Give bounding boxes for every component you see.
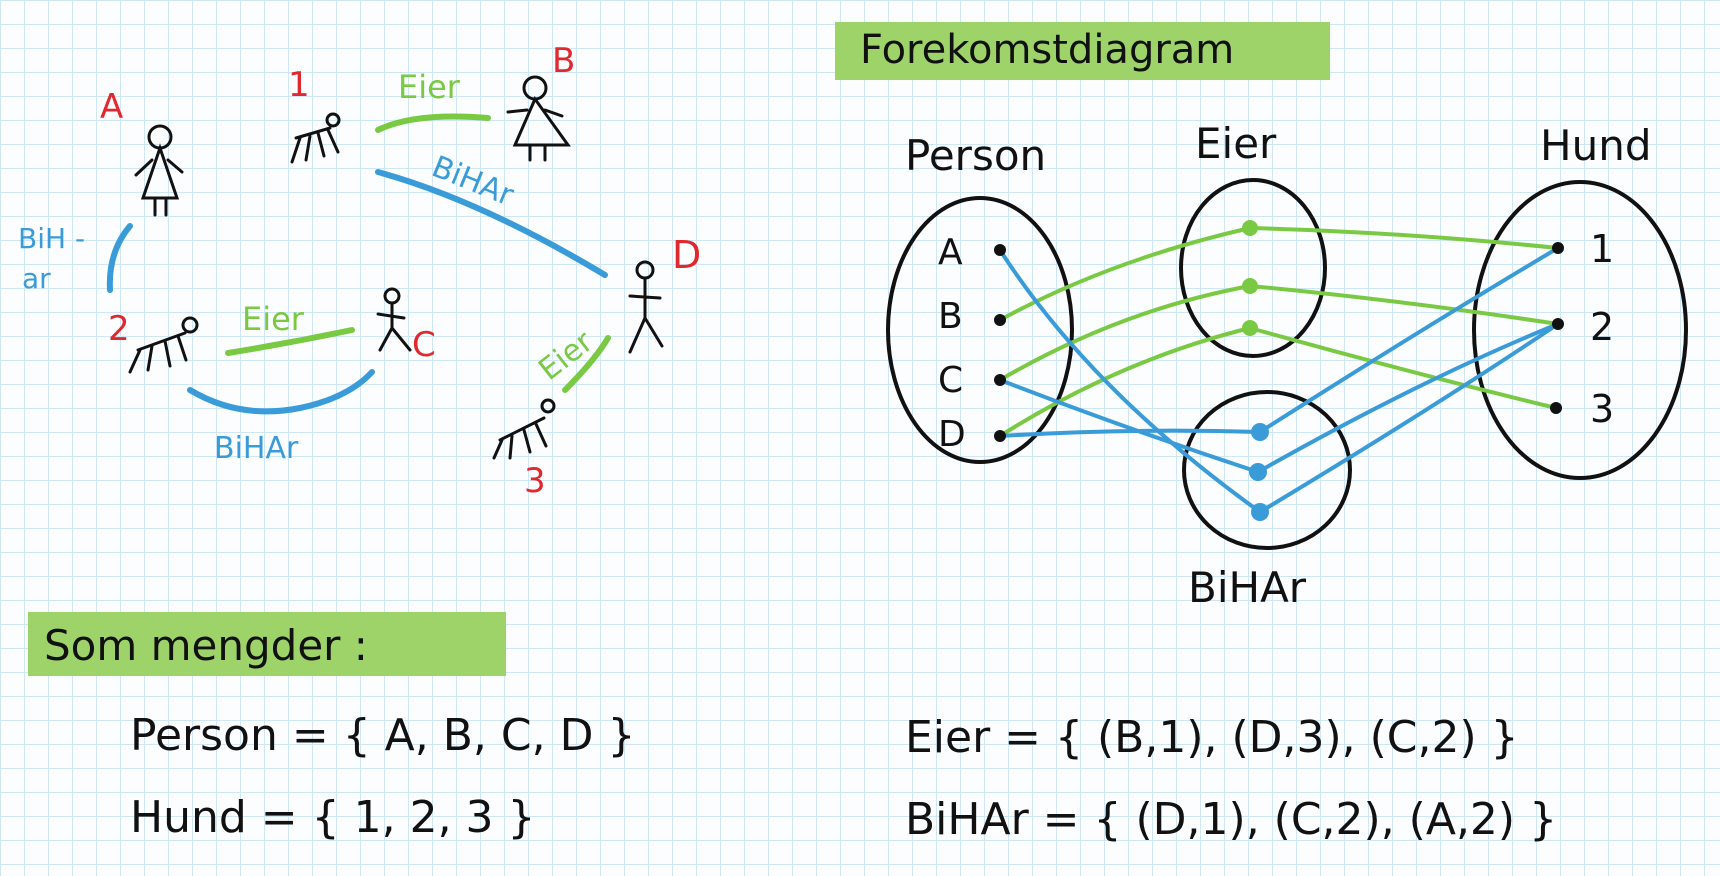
eier-1b-line (375, 113, 491, 133)
person-element-b: B (938, 296, 963, 337)
bihar-links (998, 246, 1560, 514)
eier-tuple-dot (1242, 278, 1258, 294)
eier-3d-line (562, 335, 611, 393)
bihar-link-a-right (1258, 322, 1560, 514)
person-dot (994, 374, 1006, 386)
hund-elements: 1 2 3 (1550, 227, 1614, 431)
person-a-label: A (100, 87, 123, 127)
bihar-tuple-dot (1249, 463, 1267, 481)
hund-dot (1552, 242, 1564, 254)
hund-dot (1552, 318, 1564, 330)
person-set-ellipse (886, 196, 1074, 464)
title-highlight (835, 22, 1330, 80)
bihar-1d-line (375, 169, 608, 278)
bihar-a2-label-bottom: ar (22, 262, 51, 295)
person-b-figure (506, 75, 571, 162)
person-set-title: Person (905, 131, 1046, 180)
occurrence-diagram: Forekomstdiagram Person Eier Hund BiHAr (835, 22, 1688, 612)
person-element-a: A (938, 232, 963, 273)
bihar-set-title: BiHAr (1188, 563, 1307, 612)
hund-set-ellipse (1472, 180, 1688, 480)
bihar-link-d-right (1258, 246, 1560, 434)
eier-tuple-dot (1242, 220, 1258, 236)
set-notation: Som mengder : Person = { A, B, C, D } Hu… (28, 612, 1557, 845)
bihar-2c-line (187, 369, 375, 415)
bihar-link-c-right (1256, 322, 1560, 474)
person-d-figure (628, 260, 664, 354)
sets-heading-highlight (28, 612, 506, 676)
bihar-a2-line (106, 223, 133, 293)
person-element-c: C (938, 360, 963, 401)
eier-link-c-right (1248, 284, 1560, 326)
bihar-a2-label-top: BiH - (18, 222, 85, 255)
eier-link-d-left (998, 326, 1252, 438)
bihar-tuple-dots (1249, 423, 1269, 521)
hund-set-equation: Hund = { 1, 2, 3 } (130, 792, 536, 843)
dog-2-figure (128, 316, 199, 374)
hund-set-title: Hund (1540, 121, 1651, 170)
bihar-set-ellipse (1182, 390, 1352, 550)
hund-element-3: 3 (1590, 387, 1614, 431)
hund-element-1: 1 (1590, 227, 1614, 271)
dog-3-figure (492, 398, 556, 460)
eier-2c-label: Eier (242, 300, 305, 338)
diagram-title: Forekomstdiagram (860, 27, 1234, 73)
sets-heading: Som mengder : (44, 621, 368, 670)
person-a-figure (134, 124, 184, 217)
person-dot (994, 244, 1006, 256)
eier-link-d-right (1248, 326, 1558, 410)
person-dot (994, 314, 1006, 326)
eier-set-ellipse (1179, 178, 1327, 358)
person-element-d: D (938, 414, 966, 455)
hund-element-2: 2 (1590, 305, 1614, 349)
bihar-tuple-dot (1251, 503, 1269, 521)
bihar-link-d-left (998, 428, 1262, 438)
person-set-equation: Person = { A, B, C, D } (130, 710, 635, 761)
person-c-label: C (412, 325, 436, 365)
dog-3-label: 3 (524, 461, 546, 501)
dog-1-label: 1 (288, 65, 310, 105)
eier-tuple-dots (1242, 220, 1258, 336)
person-dot (994, 430, 1006, 442)
person-d-label: D (672, 233, 701, 277)
bihar-tuple-dot (1251, 423, 1269, 441)
eier-1b-label: Eier (398, 68, 461, 106)
person-elements: A B C D (938, 232, 1006, 455)
bihar-link-c-left (998, 378, 1260, 474)
eier-link-c-left (998, 284, 1252, 382)
eier-2c-line (225, 327, 355, 356)
eier-links (998, 226, 1560, 438)
eier-link-b-right (1248, 226, 1560, 250)
eier-link-b-left (998, 226, 1252, 322)
eier-set-title: Eier (1195, 119, 1277, 168)
left-sketch: A 1 B Eier BiHAr BiH - ar (18, 41, 701, 501)
eier-tuple-dot (1242, 320, 1258, 336)
bihar-set-equation: BiHAr = { (D,1), (C,2), (A,2) } (905, 794, 1557, 845)
person-c-figure (376, 287, 412, 352)
bihar-link-a-left (998, 248, 1262, 514)
hund-dot (1550, 402, 1562, 414)
dog-2-label: 2 (108, 309, 130, 349)
eier-set-equation: Eier = { (B,1), (D,3), (C,2) } (905, 712, 1519, 763)
eier-3d-label: Eier (532, 324, 600, 388)
bihar-2c-label: BiHAr (214, 431, 299, 466)
dog-1-figure (290, 112, 341, 164)
person-b-label: B (552, 41, 575, 81)
